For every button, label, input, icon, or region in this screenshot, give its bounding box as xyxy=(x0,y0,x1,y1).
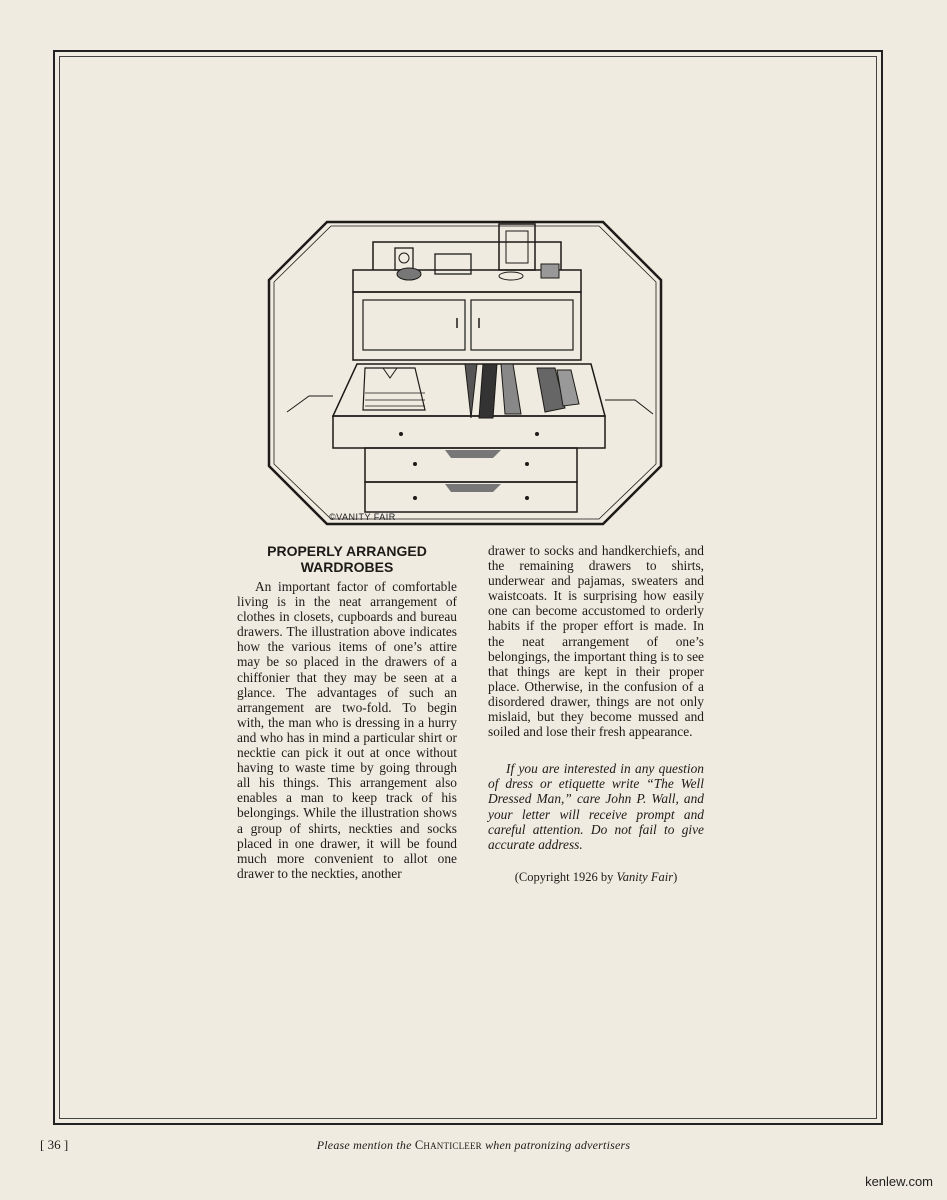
headline-line-1: PROPERLY ARRANGED xyxy=(267,543,427,559)
site-watermark: kenlew.com xyxy=(865,1174,933,1189)
footer-line-before: Please mention the xyxy=(316,1138,412,1152)
footer-line-name: Chanticleer xyxy=(414,1138,482,1152)
page-number: [ 36 ] xyxy=(40,1137,69,1152)
illustration-copyright-mark: ©VANITY FAIR xyxy=(329,512,396,522)
headline-line-2: WARDROBES xyxy=(300,559,394,575)
credit-prefix: (Copyright 1926 by xyxy=(514,869,614,884)
article-headline: PROPERLY ARRANGED WARDROBES xyxy=(237,543,457,575)
credit-source: Vanity Fair xyxy=(616,869,674,884)
article-right-column: drawer to socks and handkerchiefs, and t… xyxy=(488,543,704,885)
chiffonier-drawers-icon xyxy=(267,220,663,526)
chiffonier-illustration xyxy=(265,218,665,528)
credit-suffix: ) xyxy=(673,869,678,884)
footer-line-after: when patronizing advertisers xyxy=(485,1138,631,1152)
article-left-column: PROPERLY ARRANGED WARDROBES An important… xyxy=(237,543,457,881)
left-column-text: An important factor of comfortable livin… xyxy=(237,579,457,881)
right-column-text: drawer to socks and handkerchiefs, and t… xyxy=(488,543,704,740)
article-credit: (Copyright 1926 by Vanity Fair) xyxy=(488,870,704,885)
page-border-frame xyxy=(53,50,883,1125)
reader-note: If you are interested in any question of… xyxy=(488,761,704,852)
footer-line: Please mention the Chanticleer when patr… xyxy=(0,1138,947,1153)
